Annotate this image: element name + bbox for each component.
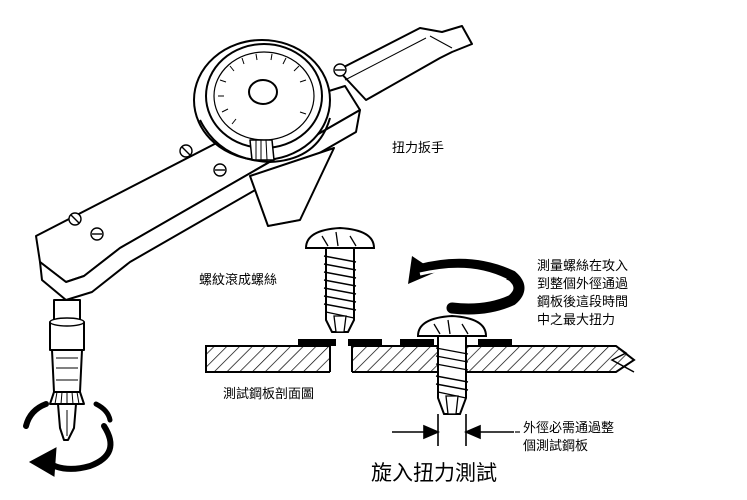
dial-ticks <box>218 53 307 125</box>
screw-before <box>304 226 376 333</box>
test-plate <box>205 339 636 374</box>
dial-center-knob <box>248 79 278 105</box>
wrench-grip <box>337 25 473 101</box>
label-thread-rolling-screw: 螺紋滾成螺絲 <box>199 273 278 288</box>
rotation-arrow-right <box>408 256 525 315</box>
diameter-dimension <box>392 414 514 446</box>
socket-drive <box>49 299 85 441</box>
beam-rivets <box>68 63 347 241</box>
label-measure-max-torque: 測量螺絲在攻入 到整個外徑通過 鋼板後這段時間 中之最大扭力 <box>537 259 629 328</box>
plate-body <box>205 345 636 373</box>
rotation-arrowhead-left <box>28 447 57 477</box>
torque-wrench <box>35 25 473 441</box>
diagram-title: 旋入扭力測試 <box>371 461 497 485</box>
rotation-arrow-left <box>23 401 114 472</box>
screw-driven <box>416 314 488 415</box>
label-test-plate-section: 測試鋼板剖面圖 <box>223 387 315 402</box>
label-torque-wrench: 扭力扳手 <box>392 141 445 156</box>
dial-gauge <box>193 39 331 163</box>
label-outer-diameter-note: 外徑必需通過整 個測試鋼板 <box>523 421 615 454</box>
